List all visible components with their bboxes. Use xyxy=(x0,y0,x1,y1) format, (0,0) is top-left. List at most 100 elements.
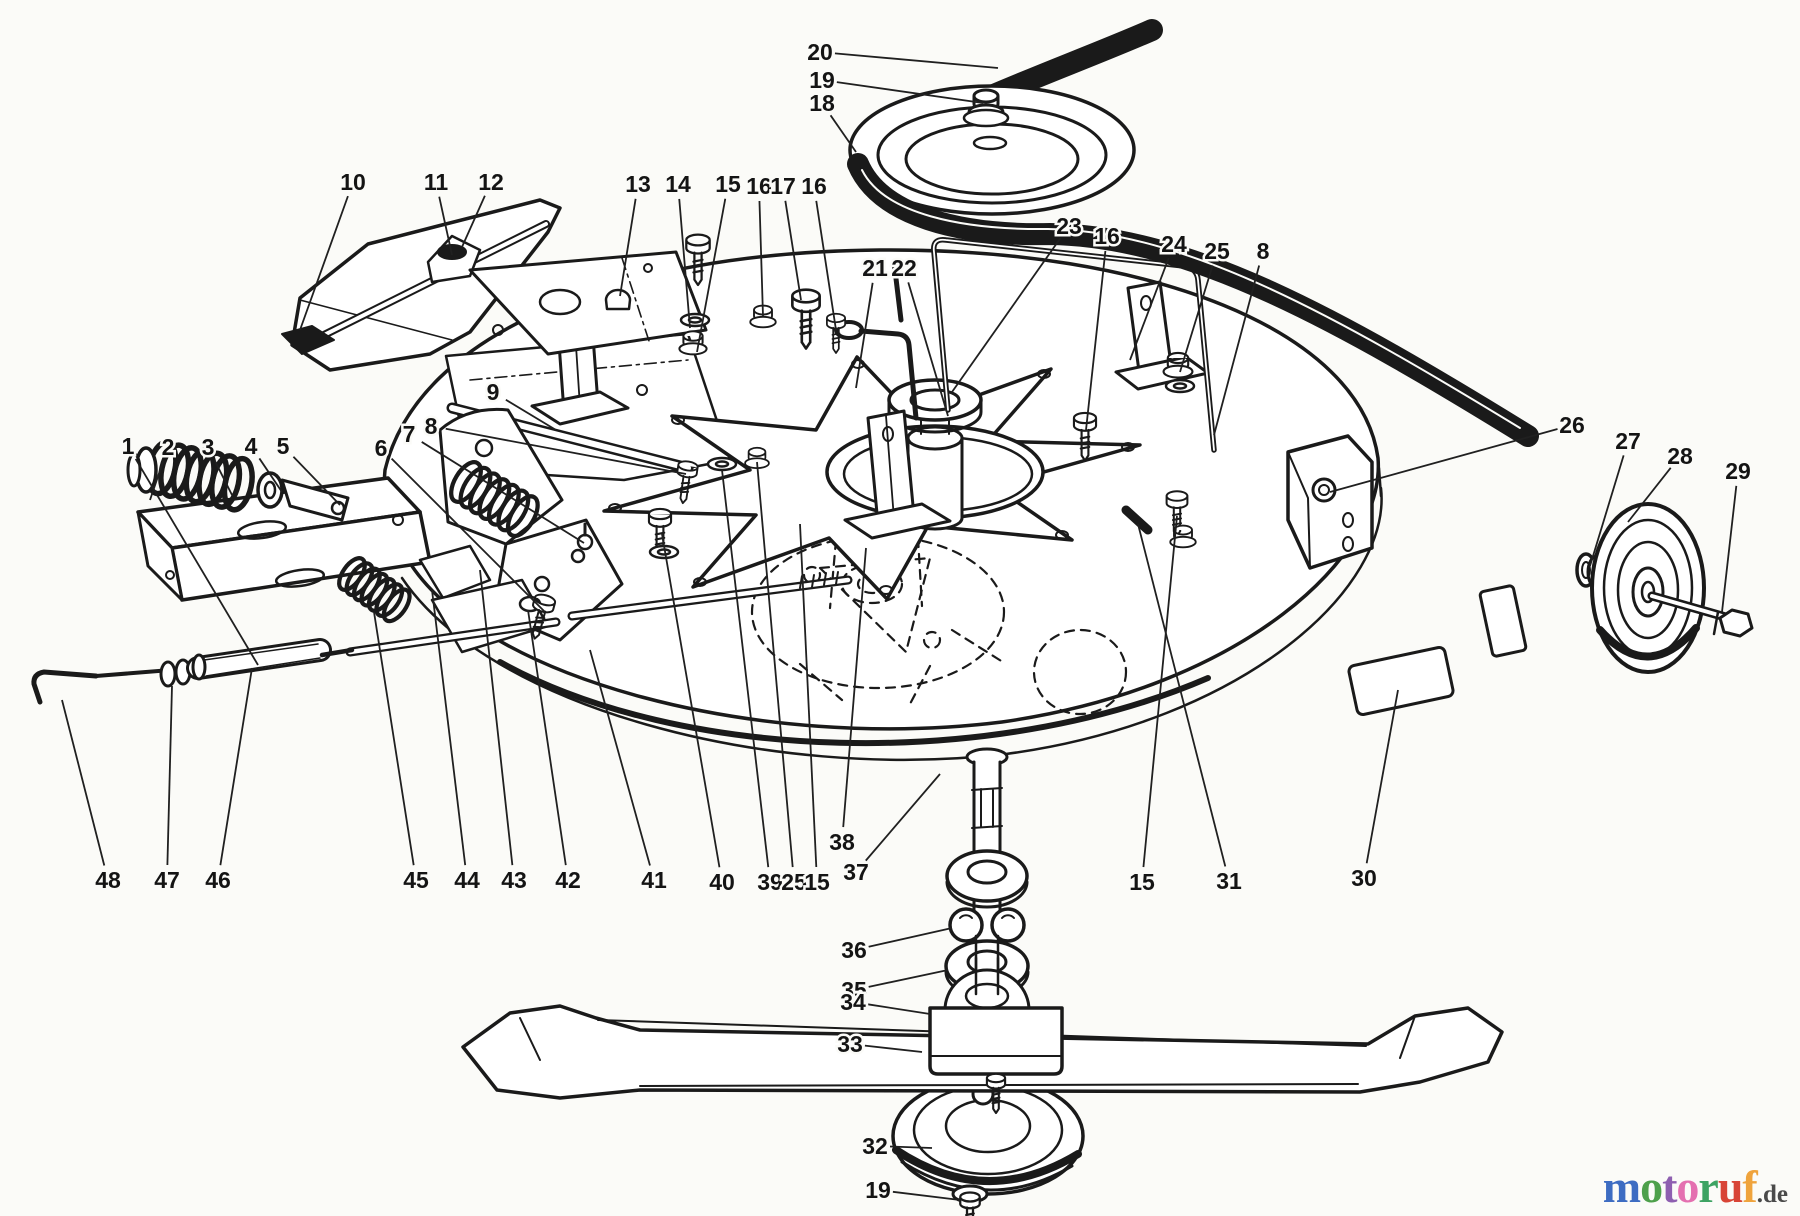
callout-label-45: 45 xyxy=(403,867,429,893)
callout-label-46: 46 xyxy=(205,867,231,893)
callout-leader-10 xyxy=(299,195,349,331)
callout-label-32: 32 xyxy=(862,1133,888,1159)
baffle-plate xyxy=(468,250,708,356)
callout-leader-3 xyxy=(213,460,233,496)
watermark-letter: m xyxy=(1602,1161,1641,1212)
callout-label-26: 26 xyxy=(1559,412,1585,438)
callout-label-39: 39 xyxy=(757,869,783,895)
callout-leader-12 xyxy=(461,195,486,248)
adjust-rod-front xyxy=(345,571,853,657)
callout-label-17: 17 xyxy=(770,173,796,199)
watermark-letter: o xyxy=(1640,1161,1663,1212)
callout-leader-42 xyxy=(527,609,567,866)
callout-leader-48 xyxy=(61,699,106,866)
callout-leader-41 xyxy=(589,649,651,866)
blade-bolt xyxy=(959,1191,981,1216)
callout-leader-8 xyxy=(1213,265,1261,436)
callout-label-30: 30 xyxy=(1351,865,1377,891)
callout-leader-19 xyxy=(892,1190,961,1201)
callout-leader-16 xyxy=(815,200,837,331)
hinge-pin xyxy=(1121,505,1153,535)
callout-leader-32 xyxy=(889,1145,933,1149)
support-post-center xyxy=(843,409,952,540)
callout-label-25: 25 xyxy=(1204,238,1230,264)
callout-leader-33 xyxy=(864,1044,923,1053)
callout-label-29: 29 xyxy=(1725,458,1751,484)
callout-label-12: 12 xyxy=(478,169,504,195)
bearing-spacers xyxy=(948,907,1026,943)
callout-label-24: 24 xyxy=(1161,231,1187,257)
callout-leader-40 xyxy=(661,533,721,868)
callout-leader-9 xyxy=(505,398,557,431)
callout-label-22: 22 xyxy=(891,255,917,281)
callout-label-33: 33 xyxy=(837,1031,863,1057)
callout-label-28: 28 xyxy=(1667,443,1693,469)
callout-leader-16 xyxy=(1085,250,1107,431)
discharge-cover xyxy=(281,198,562,372)
callout-leader-5 xyxy=(292,456,341,506)
watermark-letter: u xyxy=(1717,1161,1744,1212)
watermark-letter: r xyxy=(1698,1161,1718,1212)
deck-fasteners xyxy=(523,233,1197,643)
watermark-letter: t xyxy=(1662,1161,1677,1212)
callout-leader-8 xyxy=(445,427,687,475)
callout-label-27: 27 xyxy=(1615,428,1641,454)
callout-leader-34 xyxy=(867,1003,931,1015)
callout-label-20: 20 xyxy=(807,39,833,65)
callout-label-5: 5 xyxy=(277,433,290,459)
callout-label-15: 15 xyxy=(804,869,830,895)
callout-leader-11 xyxy=(438,196,453,256)
callout-leader-13 xyxy=(619,198,637,297)
callout-leader-44 xyxy=(431,589,467,866)
callout-label-18: 18 xyxy=(809,90,835,116)
callout-leader-25 xyxy=(756,461,794,868)
callout-leader-22 xyxy=(907,282,949,417)
callout-label-31: 31 xyxy=(1216,868,1242,894)
callout-leader-7 xyxy=(421,441,585,544)
callout-label-37: 37 xyxy=(843,859,869,885)
callout-label-34: 34 xyxy=(840,989,866,1015)
callout-leader-25 xyxy=(1179,265,1214,373)
callout-label-41: 41 xyxy=(641,867,667,893)
callout-leader-15 xyxy=(799,523,818,868)
callout-label-19: 19 xyxy=(809,67,835,93)
callout-label-42: 42 xyxy=(555,867,581,893)
callout-label-15: 15 xyxy=(1129,869,1155,895)
callout-leader-38 xyxy=(842,547,867,828)
callout-label-13: 13 xyxy=(625,171,651,197)
callout-leader-19 xyxy=(836,81,984,104)
callout-label-16: 16 xyxy=(1094,223,1120,249)
callout-label-40: 40 xyxy=(709,869,735,895)
callout-leader-1 xyxy=(134,458,259,666)
callout-label-3: 3 xyxy=(202,434,215,460)
callout-leader-6 xyxy=(390,457,546,613)
deck-decal xyxy=(1347,584,1528,717)
callout-leader-2 xyxy=(149,460,165,501)
callout-label-38: 38 xyxy=(829,829,855,855)
callout-label-16: 16 xyxy=(746,173,772,199)
callout-leader-14 xyxy=(678,198,691,329)
callout-leader-43 xyxy=(479,569,514,866)
callout-label-36: 36 xyxy=(841,937,867,963)
callout-label-8: 8 xyxy=(425,413,438,439)
callout-label-43: 43 xyxy=(501,867,527,893)
callout-leader-31 xyxy=(1137,523,1227,867)
callout-leader-24 xyxy=(1129,257,1170,361)
upper-bearing xyxy=(945,849,1029,909)
callout-leader-23 xyxy=(951,237,1062,393)
callout-leader-16 xyxy=(758,200,764,317)
engine-pulley xyxy=(848,84,1136,216)
callout-label-35: 35 xyxy=(841,977,867,1003)
callout-leader-36 xyxy=(868,927,953,948)
callout-label-23: 23 xyxy=(1056,213,1082,239)
callout-leader-4 xyxy=(258,457,283,493)
callout-label-2: 2 xyxy=(162,434,175,460)
callout-leader-27 xyxy=(1589,455,1625,567)
callout-leader-37 xyxy=(865,773,941,862)
callout-leader-15 xyxy=(696,198,727,353)
callout-leader-15 xyxy=(1142,515,1178,868)
callout-leader-21 xyxy=(855,282,874,389)
